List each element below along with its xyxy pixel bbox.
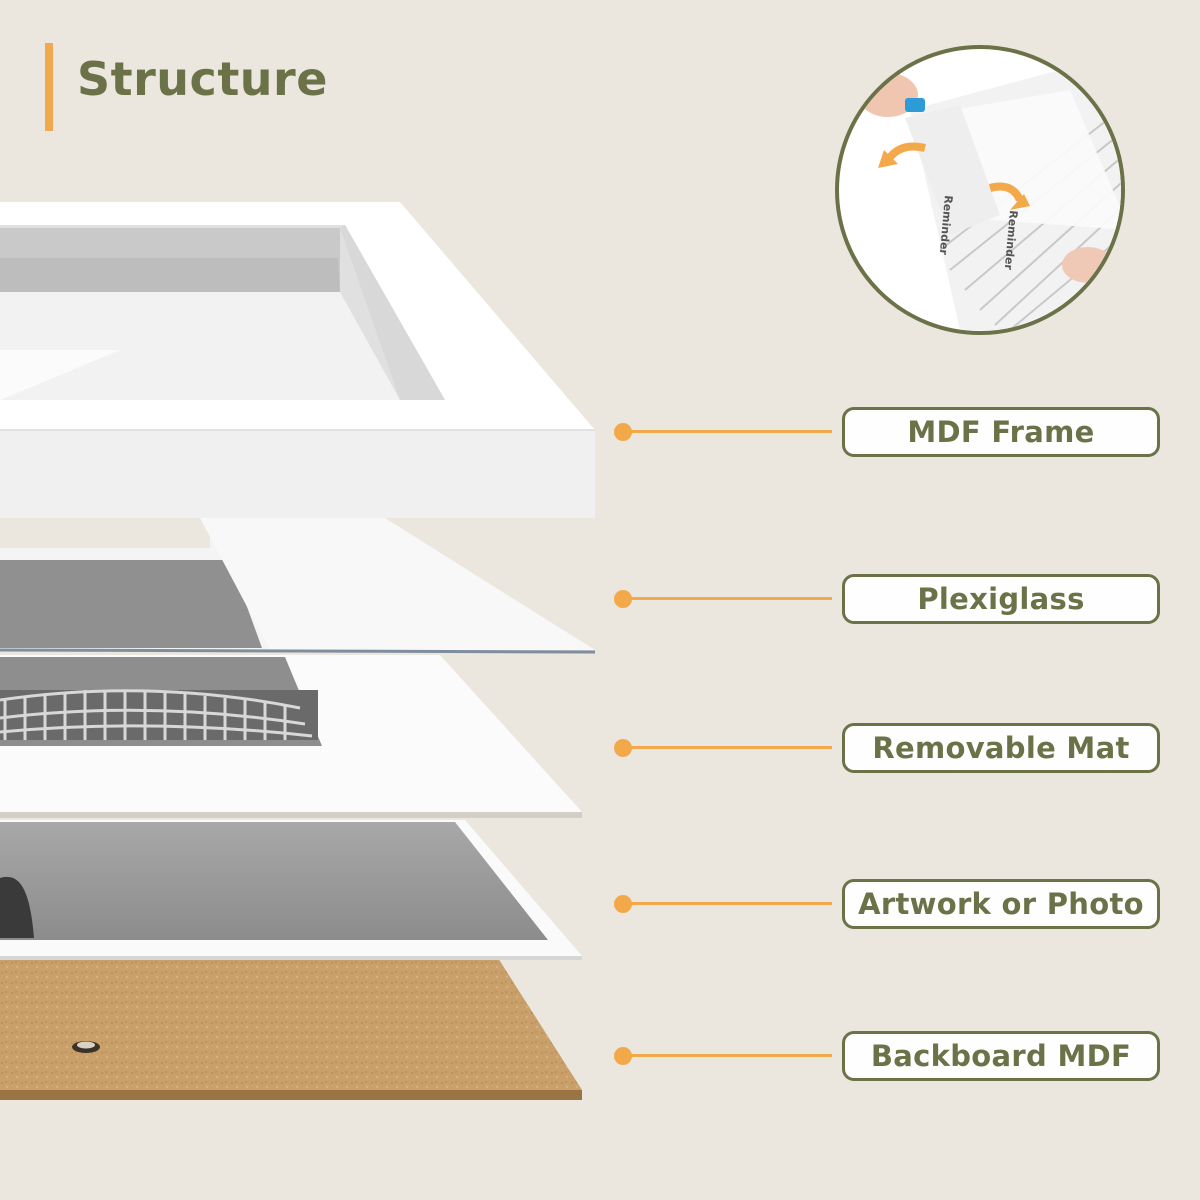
bullet-dot-icon — [614, 895, 632, 913]
bullet-dot-icon — [614, 1047, 632, 1065]
connector-line — [630, 746, 832, 749]
plexiglass-layer — [0, 518, 596, 654]
label-row-plexiglass: Plexiglass — [0, 574, 1200, 624]
title-accent-bar — [45, 43, 53, 131]
bullet-dot-icon — [614, 739, 632, 757]
bullet-dot-icon — [614, 423, 632, 441]
label-row-removable-mat: Removable Mat — [0, 723, 1200, 773]
label-row-mdf-frame: MDF Frame — [0, 407, 1200, 457]
label-backboard-mdf: Backboard MDF — [842, 1031, 1160, 1081]
inset-film-text-1: Reminder — [937, 195, 955, 256]
connector-line — [630, 430, 832, 433]
bullet-dot-icon — [614, 590, 632, 608]
inset-film-text-2: Reminder — [1002, 210, 1020, 271]
connector-line — [630, 902, 832, 905]
arrow-right-icon — [988, 182, 1024, 202]
frame-layer — [0, 202, 595, 518]
mat-photo-building — [0, 689, 318, 740]
backboard-layer — [0, 958, 582, 1100]
label-row-backboard: Backboard MDF — [0, 1031, 1200, 1081]
label-plexiglass: Plexiglass — [842, 574, 1160, 624]
page-title: Structure — [77, 52, 328, 106]
mat-layer — [0, 655, 582, 818]
artwork-layer — [0, 820, 582, 960]
connector-line — [630, 1054, 832, 1057]
finger-bottom — [1062, 247, 1114, 283]
connector-line — [630, 597, 832, 600]
label-mdf-frame: MDF Frame — [842, 407, 1160, 457]
label-artwork-or-photo: Artwork or Photo — [842, 879, 1160, 929]
label-removable-mat: Removable Mat — [842, 723, 1160, 773]
label-row-artwork: Artwork or Photo — [0, 879, 1200, 929]
